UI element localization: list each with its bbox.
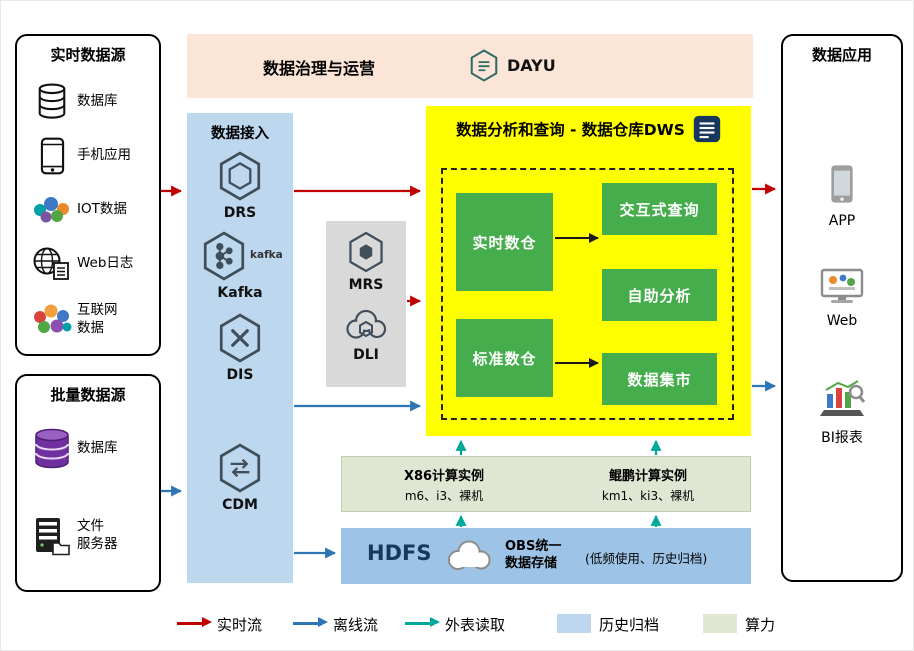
x86-spec: m6、i3、裸机: [404, 488, 484, 503]
obs-note: (低频使用、历史归档): [585, 551, 708, 566]
mrs-label: MRS: [348, 277, 384, 293]
report-icon: [693, 115, 721, 143]
list-item-label: 数据库: [77, 440, 118, 457]
module-self-service-analysis: 自助分析: [602, 269, 717, 321]
kafka-label: Kafka: [217, 285, 263, 301]
obs-label: OBS统一 数据存储: [505, 539, 562, 571]
kafka-wordmark: kafka: [250, 249, 283, 261]
dws-title: 数据分析和查询 - 数据仓库DWS: [456, 121, 685, 139]
legend-arrow-realtime: [177, 613, 213, 633]
app-label: APP: [828, 213, 856, 229]
arrow-head-icon: [202, 617, 212, 627]
list-item-web-log: Web日志: [27, 240, 153, 288]
kunpeng-spec: km1、ki3、裸机: [601, 488, 695, 503]
dayu-label: DAYU: [507, 56, 556, 75]
dws-box: 数据分析和查询 - 数据仓库DWS 实时数仓 标准数仓 交互式查询 自助分析 数…: [426, 106, 751, 436]
module-realtime-dw: 实时数仓: [456, 193, 553, 291]
legend-label-offline: 离线流: [333, 616, 379, 634]
legend-arrow-offline: [293, 613, 329, 633]
realtime-sources-box: 实时数据源 数据库 手机应用: [15, 34, 161, 356]
bi-report-icon: [820, 380, 866, 416]
app-item: APP: [783, 162, 901, 229]
cdm-label: CDM: [222, 497, 258, 513]
batch-sources-title: 批量数据源: [50, 386, 126, 404]
mrs-icon: [349, 231, 383, 273]
list-item-mobile-app: 手机应用: [27, 132, 153, 180]
cdm-icon: [219, 443, 261, 493]
database-icon: [38, 83, 66, 119]
hdfs-label: HDFS: [367, 541, 432, 565]
drs-icon: [219, 151, 261, 201]
legend-label-realtime: 实时流: [217, 616, 263, 634]
batch-sources-box: 批量数据源 数据库: [15, 374, 161, 592]
dws-header: 数据分析和查询 - 数据仓库DWS: [426, 115, 751, 143]
mobile-app-icon: [40, 137, 64, 175]
legend-label-compute-power: 算力: [745, 616, 776, 634]
bi-label: BI报表: [821, 430, 863, 446]
module-data-mart: 数据集市: [602, 353, 717, 405]
internet-data-icon: [34, 304, 72, 333]
dws-inner-group: [441, 168, 734, 420]
dayu-icon: [470, 49, 498, 82]
web-label: Web: [826, 313, 858, 329]
ingestion-title: 数据接入: [211, 126, 269, 142]
x86-compute-cell: X86计算实例 m6、i3、裸机: [342, 457, 546, 511]
list-item-label: 手机应用: [77, 147, 131, 164]
list-item-database: 数据库: [27, 78, 153, 126]
drs-label: DRS: [223, 205, 257, 221]
legend-arrow-external-read: [405, 613, 441, 633]
hdfs-storage-box: HDFS OBS统一 数据存储 (低频使用、历史归档): [341, 528, 751, 584]
list-item-label: 互联网 数据: [77, 302, 118, 336]
kafka-icon: [203, 231, 245, 281]
legend-label-external-read: 外表读取: [445, 616, 506, 634]
legend-swatch-history-archive: [557, 614, 591, 633]
list-item-file-server: 文件 服务器: [27, 511, 153, 561]
module-standard-dw: 标准数仓: [456, 319, 553, 397]
list-item-label: 数据库: [77, 93, 118, 110]
legend-label-history-archive: 历史归档: [599, 616, 660, 634]
dayu-product: DAYU: [469, 49, 556, 82]
list-item-internet-data: 互联网 数据: [27, 296, 153, 344]
list-item-label: Web日志: [77, 255, 134, 272]
purple-database-icon: [35, 428, 69, 469]
kunpeng-title: 鲲鹏计算实例: [608, 468, 687, 484]
module-interactive-query: 交互式查询: [602, 183, 717, 235]
iot-icon: [34, 197, 69, 223]
kunpeng-compute-cell: 鲲鹏计算实例 km1、ki3、裸机: [546, 457, 750, 511]
realtime-sources-title: 实时数据源: [50, 46, 126, 64]
obs-cloud-icon: [448, 540, 491, 570]
arrow-shaft: [177, 622, 203, 625]
dli-label: DLI: [353, 347, 379, 363]
dli-icon: [346, 309, 387, 339]
governance-title: 数据治理与运营: [263, 59, 376, 78]
dis-icon: [219, 313, 261, 363]
arrow-shaft: [293, 622, 319, 625]
list-item-batch-database: 数据库: [27, 424, 153, 474]
web-browser-icon: [820, 268, 864, 303]
list-item-label: IOT数据: [77, 201, 127, 218]
list-item-iot: IOT数据: [27, 186, 153, 234]
dis-label: DIS: [226, 367, 254, 383]
applications-title: 数据应用: [811, 46, 872, 64]
web-log-icon: [33, 247, 69, 280]
legend-swatch-compute-power: [703, 614, 737, 633]
arrow-head-icon: [430, 617, 440, 627]
middleware-panel: MRS DLI: [326, 221, 406, 387]
applications-box: 数据应用 APP Web: [781, 34, 903, 582]
web-item: Web: [783, 268, 901, 329]
app-icon: [831, 165, 853, 203]
x86-title: X86计算实例: [403, 468, 485, 484]
list-item-label: 文件 服务器: [77, 518, 118, 552]
bi-item: BI报表: [783, 378, 901, 447]
arrow-head-icon: [318, 617, 328, 627]
governance-box: 数据治理与运营 DAYU: [187, 34, 753, 98]
compute-instances-box: X86计算实例 m6、i3、裸机 鲲鹏计算实例 km1、ki3、裸机: [341, 456, 751, 512]
arrow-shaft: [405, 622, 431, 625]
file-server-icon: [36, 518, 70, 556]
ingestion-panel: 数据接入 DRS kafka Kafka DIS CDM: [187, 113, 293, 583]
